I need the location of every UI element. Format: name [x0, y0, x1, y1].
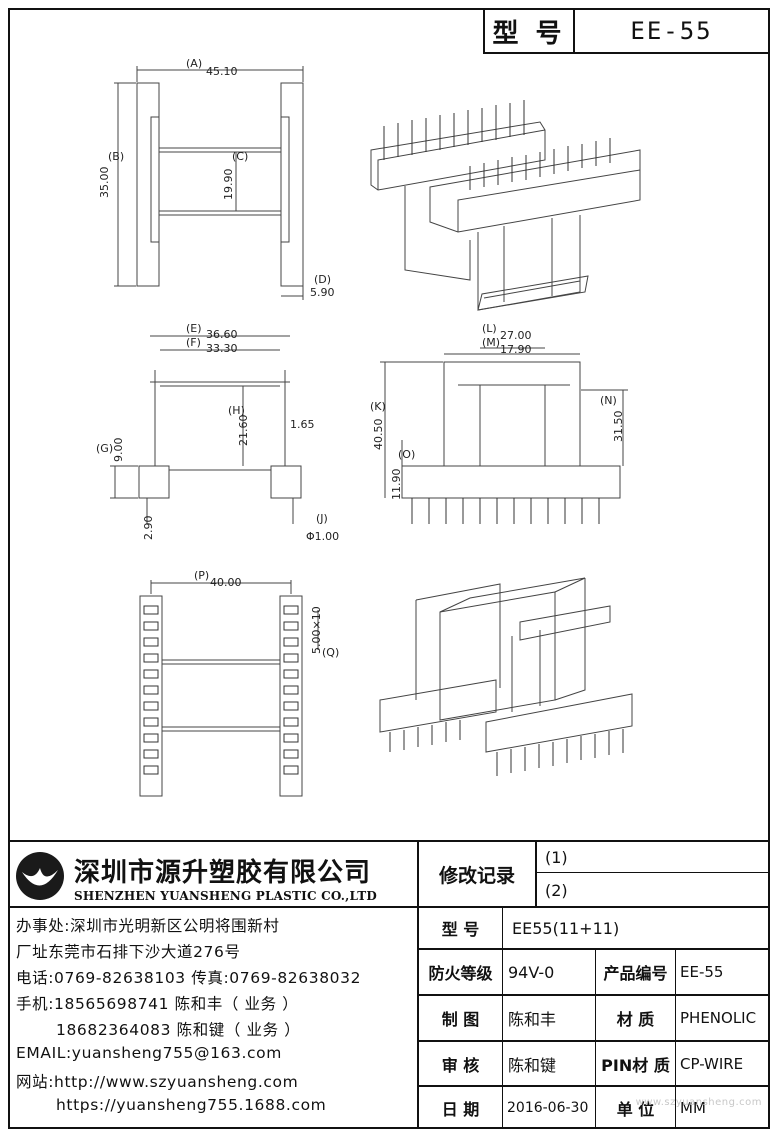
date-label: 日 期 [441, 1100, 480, 1119]
email: EMAIL:yuansheng755@163.com [16, 1044, 282, 1062]
pin-material-value: CP-WIRE [680, 1054, 744, 1073]
company-name-en: SHENZHEN YUANSHENG PLASTIC CO.,LTD [74, 889, 377, 903]
material-value: PHENOLIC [680, 1009, 757, 1027]
model-header-box: 型 号 EE-55 [483, 8, 770, 54]
row-line-1 [417, 906, 770, 908]
dim-f-value: 33.30 [206, 342, 238, 355]
revision-1: (1) [545, 847, 568, 867]
revision-row-line [535, 872, 770, 873]
dim-d-label: (D) [314, 273, 331, 286]
product-no-label: 产品编号 [603, 964, 668, 983]
website-2: https://yuansheng755.1688.com [56, 1096, 327, 1114]
top-view [114, 66, 304, 300]
row-line-2 [417, 948, 770, 950]
checked-by-value: 陈和键 [508, 1055, 557, 1075]
revision-2: (2) [545, 880, 568, 900]
fire-rating-value: 94V-0 [508, 962, 555, 982]
mobile-1: 手机:18565698741 陈和丰（ 业务 ） [16, 995, 299, 1013]
dim-l-value: 27.00 [500, 329, 532, 342]
model-label: 型 号 [441, 920, 480, 939]
dim-l-label: (L) [482, 322, 497, 335]
pin-material-label: PIN材 质 [601, 1055, 670, 1075]
dim-f-label: (F) [186, 336, 201, 349]
dim-o-value: 11.90 [390, 469, 403, 501]
row-line-3 [417, 994, 770, 996]
watermark: www.szyuansheng.com [635, 1097, 762, 1108]
dim-m-value: 17.90 [500, 343, 532, 356]
drawing-frame [8, 8, 770, 1129]
iso-view-bottom [379, 577, 633, 753]
revision-divider [535, 840, 537, 906]
titleblock-vertical-divider [417, 840, 419, 1129]
dim-a-label: (A) [186, 57, 202, 70]
product-no-value: EE-55 [680, 963, 724, 981]
dim-h-value: 21.60 [237, 415, 250, 447]
col-line-3 [675, 948, 676, 1129]
company-logo [16, 852, 64, 900]
dim-i-value: 2.90 [142, 516, 155, 541]
dim-n-value: 31.50 [612, 411, 625, 443]
iso-view-top [370, 121, 641, 311]
col-line-2 [595, 948, 596, 1129]
dim-h2-value: 1.65 [290, 418, 315, 431]
side-view [110, 335, 302, 524]
dim-j-label: (J) [316, 512, 328, 525]
material-label: 材 质 [616, 1010, 655, 1029]
date-value: 2016-06-30 [507, 1100, 589, 1116]
dim-p-value: 40.00 [210, 576, 242, 589]
col-line-1 [502, 906, 503, 1129]
dim-k-label: (K) [370, 400, 386, 413]
model-value: EE55(11+11) [512, 918, 620, 938]
dim-h-label: (H) [228, 404, 245, 417]
fire-rating-label: 防火等级 [428, 964, 493, 983]
model-header-value: EE-55 [630, 17, 713, 45]
drawn-by-value: 陈和丰 [508, 1010, 557, 1029]
dim-d-value: 5.90 [310, 286, 335, 299]
dim-k-value: 40.50 [372, 419, 385, 451]
dim-e-value: 36.60 [206, 328, 238, 341]
dim-q-value: 5.00×10 [310, 606, 323, 654]
revision-label: 修改记录 [438, 864, 515, 887]
mobile-2: 18682364083 陈和键（ 业务 ） [56, 1021, 301, 1039]
dim-g-label: (G) [96, 442, 113, 455]
dim-a-value: 45.10 [206, 65, 238, 78]
unit-label: 单 位 [616, 1100, 655, 1119]
dim-g-value: 9.00 [112, 438, 125, 463]
dim-c-value: 19.90 [222, 169, 235, 201]
checked-by-label: 审 核 [441, 1055, 480, 1075]
drawn-by-label: 制 图 [441, 1010, 480, 1029]
dim-o-label: (O) [398, 448, 415, 461]
dim-b-label: (B) [108, 150, 124, 163]
dim-j-value: Φ1.00 [306, 530, 339, 543]
dim-b-value: 35.00 [98, 167, 111, 199]
dim-p-label: (P) [194, 569, 209, 582]
phone-fax: 电话:0769-82638103 传真:0769-82638032 [16, 969, 362, 987]
front-view [380, 347, 628, 499]
model-header-label: 型 号 [485, 10, 575, 52]
office-address: 办事处:深圳市光明新区公明将围新村 [16, 917, 280, 935]
unit-value: MM [680, 1099, 706, 1117]
company-name-cn: 深圳市源升塑胶有限公司 [74, 858, 372, 888]
dim-m-label: (M) [482, 336, 500, 349]
website-1: 网站:http://www.szyuansheng.com [16, 1073, 299, 1091]
dim-c-label: (C) [232, 150, 248, 163]
dim-n-label: (N) [600, 394, 617, 407]
bottom-view [139, 580, 319, 797]
row-line-5 [417, 1085, 770, 1087]
dim-q-label: (Q) [322, 646, 339, 659]
factory-address: 厂址东莞市石排下沙大道276号 [16, 943, 241, 961]
dim-e-label: (E) [186, 322, 202, 335]
titleblock-top-border [8, 840, 770, 842]
company-divider [8, 906, 418, 908]
row-line-4 [417, 1040, 770, 1042]
